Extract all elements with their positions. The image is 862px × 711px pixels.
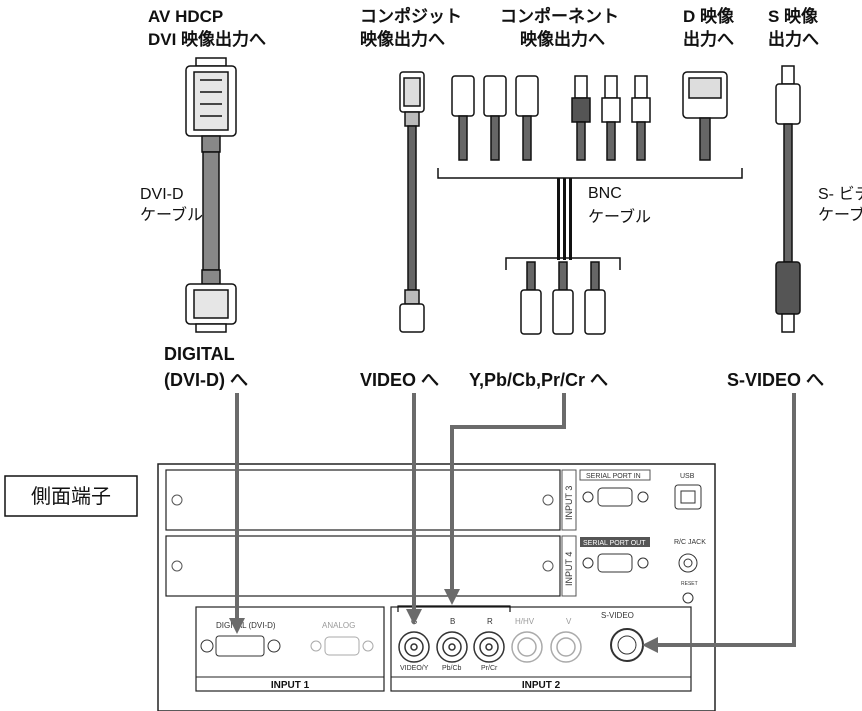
input4-slot: [165, 535, 561, 597]
video-dest-label: VIDEO へ: [360, 370, 439, 390]
s-video-out-label-2: 出力へ: [768, 29, 819, 49]
serial-in-port: [582, 487, 649, 507]
d-video-out-label-2: 出力へ: [683, 29, 734, 49]
input2-label: INPUT 2: [522, 680, 561, 691]
serial-out-label: SERIAL PORT OUT: [583, 540, 646, 547]
analog-label: ANALOG: [322, 621, 355, 630]
pr-cr-label: Pr/Cr: [481, 665, 498, 672]
component-bracket-top: [437, 168, 743, 179]
d-video-out-label-1: D 映像: [683, 6, 735, 26]
v-label: V: [566, 617, 572, 626]
screw-icon: [542, 560, 554, 572]
input4-tab: [561, 535, 577, 597]
analog-port: [310, 636, 374, 656]
rc-jack-label: R/C JACK: [674, 539, 706, 546]
composite-out-label-1: コンポジット: [360, 6, 462, 26]
arrow-s-video: [642, 393, 796, 653]
s-video-cable: [775, 65, 801, 333]
input1-label: INPUT 1: [271, 680, 310, 691]
bnc-cables-bottom: [520, 261, 606, 335]
serial-out-tag: [580, 537, 650, 547]
component-out-label-2: 映像出力へ: [520, 29, 605, 49]
rc-jack-inner: [683, 558, 693, 568]
pb-cb-label: Pb/Cb: [442, 665, 462, 672]
arrow-component: [444, 393, 566, 605]
bnc-trunk: [557, 178, 572, 260]
reset-button: [682, 592, 694, 604]
s-video-cable-label-2: ケーブル: [818, 205, 862, 224]
s-video-port-inner: [617, 635, 637, 655]
bnc-ports: [398, 631, 505, 663]
usb-label: USB: [680, 473, 695, 480]
usb-port-inner: [680, 490, 696, 504]
dvi-out-label-1: AV HDCP: [148, 7, 223, 26]
component-bracket-bottom: [505, 257, 621, 270]
r-label: R: [487, 617, 493, 626]
screw-icon: [542, 494, 554, 506]
component-out-label-1: コンポーネント: [500, 6, 619, 26]
screw-icon: [171, 560, 183, 572]
side-terminal-box: [4, 475, 138, 517]
video-y-label: VIDEO/Y: [400, 665, 429, 672]
b-label: B: [450, 617, 455, 626]
s-video-cable-label-1: S- ビデオ: [818, 184, 862, 203]
connection-arrows: [229, 393, 796, 653]
g-label: G: [411, 617, 417, 626]
dvi-out-label-2: DVI 映像出力へ: [148, 29, 266, 49]
digital-dvi-label: DIGITAL (DVI-D): [216, 621, 276, 630]
s-video-dest-label: S-VIDEO へ: [727, 370, 824, 390]
screw-icon: [171, 494, 183, 506]
input4-label: INPUT 4: [564, 552, 574, 586]
digital-dest-label-2: (DVI-D) へ: [164, 370, 248, 390]
serial-in-tag: [579, 469, 651, 481]
bnc-ports-inactive: [511, 631, 582, 663]
composite-out-label-2: 映像出力へ: [360, 29, 445, 49]
input3-label: INPUT 3: [564, 486, 574, 520]
bnc-cable-label-1: BNC: [588, 185, 622, 202]
component-cables-top: [451, 71, 728, 161]
serial-in-label: SERIAL PORT IN: [586, 473, 641, 480]
dvi-d-cable-label-1: DVI-D: [140, 186, 184, 203]
composite-cable: [399, 71, 425, 333]
dvi-port: [200, 635, 281, 657]
digital-dest-label-1: DIGITAL: [164, 344, 235, 364]
side-terminal-label: 側面端子: [31, 485, 111, 508]
reset-label: RESET: [681, 581, 698, 587]
component-dest-label: Y,Pb/Cb,Pr/Cr へ: [469, 370, 608, 390]
component-bracket-panel: [397, 605, 511, 612]
dvi-d-cable-label-2: ケーブル: [140, 205, 203, 224]
dvi-cable: [185, 57, 237, 333]
serial-out-port: [582, 553, 649, 573]
hhv-label: H/HV: [515, 617, 535, 626]
s-video-port-label: S-VIDEO: [601, 611, 634, 620]
bnc-cable-label-2: ケーブル: [588, 207, 651, 226]
s-video-out-label-1: S 映像: [768, 6, 819, 26]
input3-slot: [165, 469, 561, 531]
input3-tab: [561, 469, 577, 531]
